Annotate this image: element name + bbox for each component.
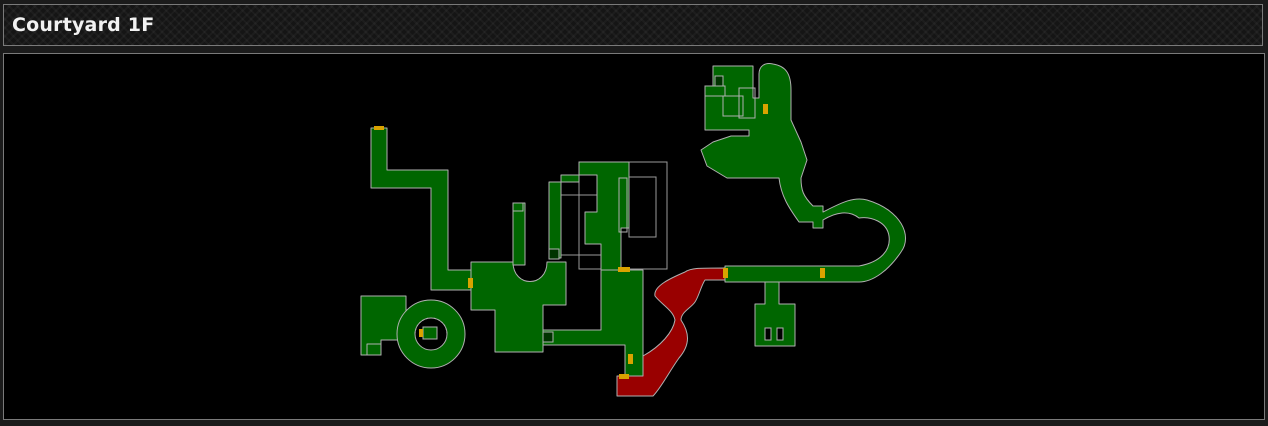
chamber-marker xyxy=(542,331,554,343)
rotunda-center xyxy=(422,326,438,340)
chamber-marker xyxy=(512,202,524,212)
room-great-hall xyxy=(470,261,567,353)
chamber-marker xyxy=(722,95,744,117)
rotunda-stairs xyxy=(414,317,448,335)
floor-map xyxy=(360,63,906,397)
doors xyxy=(374,104,825,379)
door-marker[interactable] xyxy=(763,104,768,114)
door-marker[interactable] xyxy=(419,329,423,337)
door-marker[interactable] xyxy=(820,268,825,278)
chamber-marker xyxy=(764,327,772,341)
chamber-marker xyxy=(776,327,784,341)
door-marker[interactable] xyxy=(374,126,384,130)
chamber-marker xyxy=(738,87,756,119)
room-west-corridor xyxy=(370,127,472,291)
room-south-annex xyxy=(754,281,796,347)
map-panel xyxy=(3,53,1265,420)
rotunda-details xyxy=(414,317,448,351)
room-winding-corridor xyxy=(548,161,630,271)
room-southwest xyxy=(360,295,407,356)
door-marker[interactable] xyxy=(628,354,633,364)
chamber-marker xyxy=(704,85,726,97)
map-title-bar: Courtyard 1F xyxy=(3,4,1263,46)
chamber-marker xyxy=(714,75,724,87)
door-marker[interactable] xyxy=(619,374,629,379)
door-marker[interactable] xyxy=(618,267,630,272)
door-marker[interactable] xyxy=(723,268,728,278)
room-hall-column xyxy=(512,202,526,266)
door-marker[interactable] xyxy=(468,278,473,288)
chamber-marker xyxy=(548,248,560,260)
room-southwest-alcove xyxy=(366,343,382,356)
area-title: Courtyard 1F xyxy=(12,14,155,36)
unexplored-room xyxy=(628,176,657,238)
room-current[interactable] xyxy=(616,267,726,397)
chamber-marker xyxy=(618,177,628,233)
map-markers xyxy=(512,75,784,343)
